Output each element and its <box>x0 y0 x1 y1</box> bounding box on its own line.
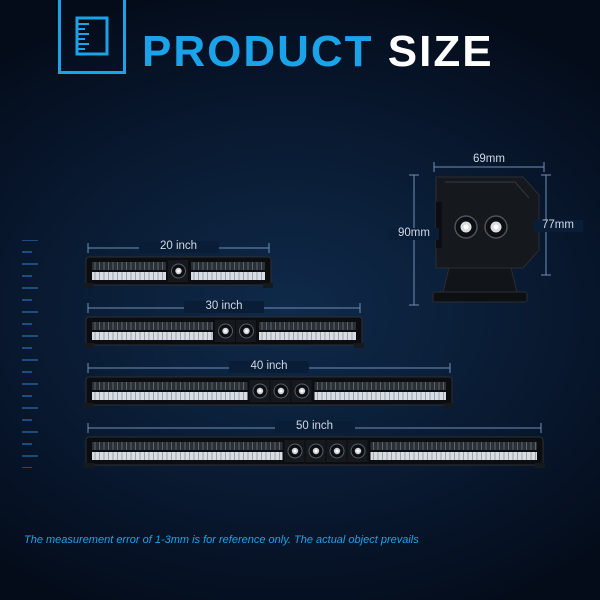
side-width-label: 69mm <box>473 153 505 165</box>
side-view: 69mm 90mm 77mm <box>389 150 590 310</box>
ruler-decoration <box>22 240 38 468</box>
light-bar-40-inch <box>84 363 454 408</box>
light-bar-30-inch <box>84 303 364 348</box>
bar-size-label: 40 inch <box>229 360 309 373</box>
bar-size-label: 20 inch <box>138 240 219 253</box>
bar-size-label: 30 inch <box>184 300 264 313</box>
bar-size-label: 50 inch <box>274 420 355 433</box>
logo-box <box>58 0 126 74</box>
measurement-note: The measurement error of 1-3mm is for re… <box>24 534 419 546</box>
header: PRODUCT SIZE <box>0 0 600 100</box>
light-bar-20-inch <box>84 243 273 288</box>
page-title: PRODUCT SIZE <box>142 30 494 74</box>
side-body-height-label: 77mm <box>533 219 583 232</box>
title-white: SIZE <box>387 27 494 76</box>
side-height-label: 90mm <box>389 227 439 240</box>
light-bar-50-inch <box>84 423 545 468</box>
side-view-diagram <box>409 162 551 306</box>
ruler-icon <box>75 16 109 55</box>
title-accent: PRODUCT <box>142 27 374 76</box>
